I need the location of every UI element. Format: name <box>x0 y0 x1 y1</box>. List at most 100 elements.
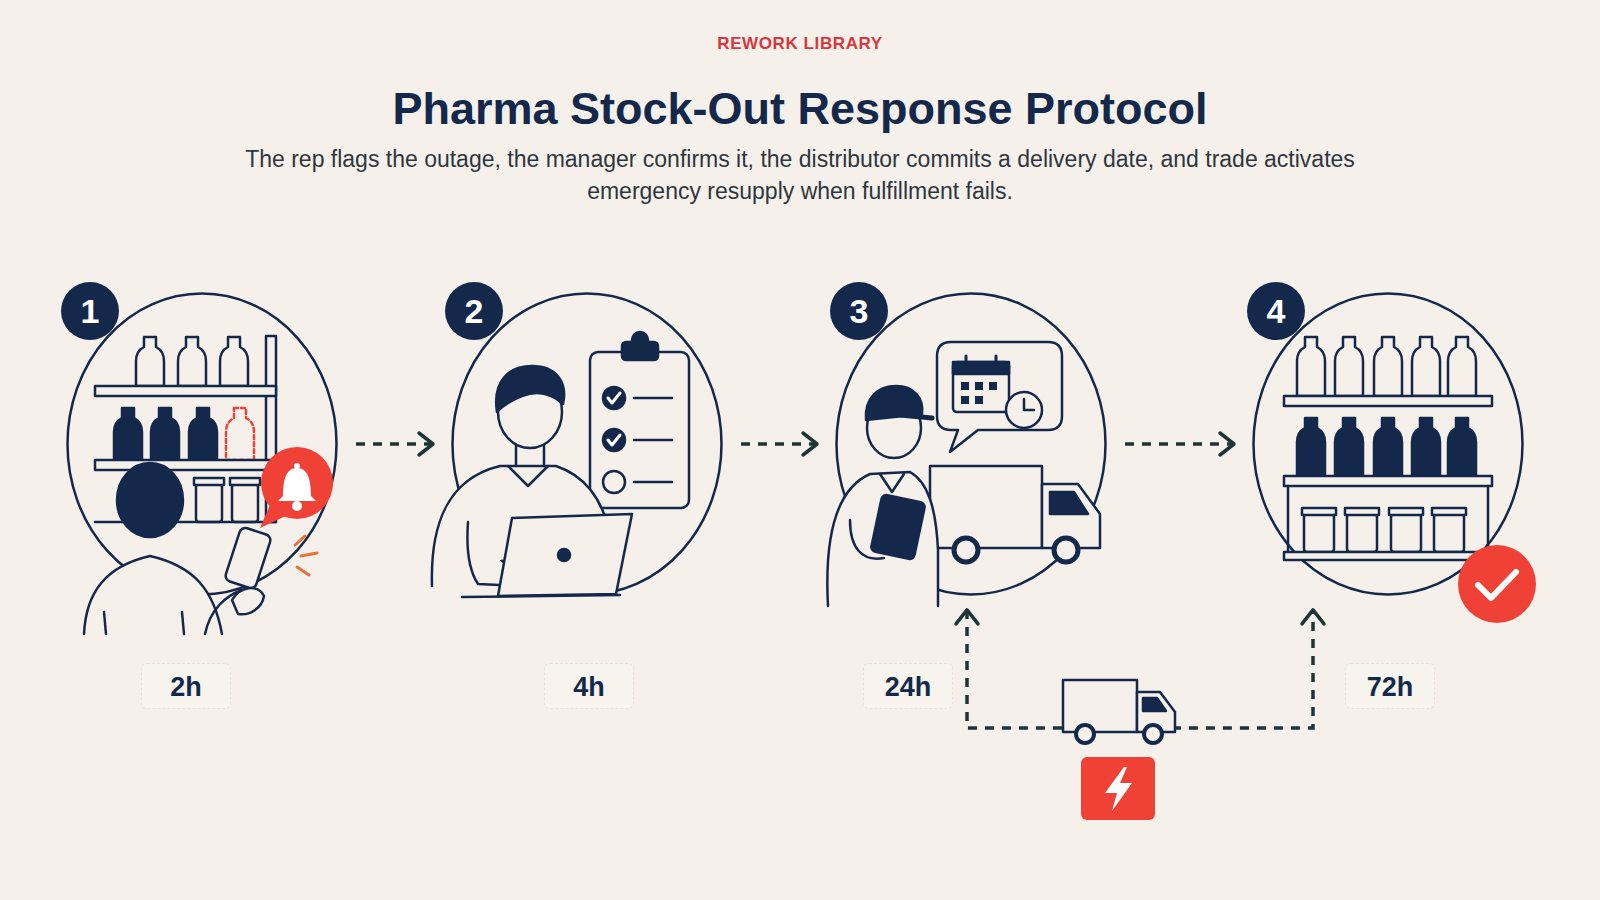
time-target: 24h <box>863 663 953 709</box>
alert-bell-icon-part <box>295 536 317 575</box>
restocked-shelf-icon-part <box>1448 418 1476 476</box>
restocked-shelf-icon-part <box>1335 337 1363 396</box>
circle-border <box>837 294 1106 595</box>
restocked-shelf-icon-part <box>1374 337 1402 396</box>
sales-rep-figure-part <box>224 526 272 589</box>
empty-shelf-icon-part <box>230 478 260 485</box>
step-circle: 324h <box>835 292 1107 596</box>
sales-rep-figure-part <box>232 588 264 614</box>
distributor-figure <box>827 386 938 606</box>
step-number: 2 <box>445 282 503 340</box>
restocked-shelf-icon-part <box>1389 508 1423 515</box>
sales-rep-figure <box>84 463 272 634</box>
alert-bell-icon-part <box>294 463 300 469</box>
circle-outline <box>451 292 723 596</box>
sales-rep-figure-part <box>84 556 222 634</box>
empty-shelf-icon-part <box>136 337 164 386</box>
delivery-truck-icon-part <box>1050 492 1088 514</box>
empty-shelf-icon <box>95 336 276 522</box>
checklist-icon-part <box>603 429 625 451</box>
empty-shelf-icon-part <box>196 484 222 522</box>
checklist-icon-part <box>634 439 672 442</box>
flow-arrow <box>356 442 433 446</box>
time-target: 72h <box>1345 663 1435 709</box>
schedule-bubble-icon-part <box>961 396 969 404</box>
checklist-icon <box>590 332 689 508</box>
schedule-bubble-icon-part <box>1006 392 1042 428</box>
manager-figure <box>432 366 632 597</box>
empty-shelf-icon-part <box>95 460 276 470</box>
restocked-shelf-icon-part <box>1297 418 1325 476</box>
schedule-bubble-icon <box>937 342 1062 452</box>
restocked-shelf-icon-part <box>1288 486 1488 552</box>
step-circle: 24h <box>451 292 723 596</box>
delivery-truck-icon-part <box>1042 484 1100 548</box>
restocked-shelf-icon-part <box>1412 337 1440 396</box>
restocked-shelf-icon-part <box>1448 337 1476 396</box>
step-number: 3 <box>830 282 888 340</box>
checklist-icon-part <box>608 393 620 403</box>
emergency-route <box>967 610 1313 728</box>
empty-shelf-icon-part <box>194 478 224 485</box>
restocked-shelf-icon <box>1284 337 1492 560</box>
restocked-shelf-icon-part <box>1284 552 1492 560</box>
emergency-truck-icon-part <box>1137 692 1175 732</box>
checklist-icon-part <box>634 481 672 484</box>
empty-shelf-icon-part <box>232 484 258 522</box>
alert-bell-icon-part <box>261 447 333 519</box>
sales-rep-figure-part <box>205 590 242 634</box>
schedule-bubble-icon-part <box>937 342 1062 452</box>
step-circle: 472h <box>1252 292 1524 596</box>
schedule-bubble-icon-part <box>975 382 983 390</box>
empty-shelf-icon-part <box>226 408 254 460</box>
emergency-bolt-badge-part <box>1081 757 1155 820</box>
restocked-shelf-icon-part <box>1432 508 1466 515</box>
delivery-truck-icon <box>930 466 1100 562</box>
restocked-shelf-icon-part <box>1297 337 1325 396</box>
checklist-icon-part <box>634 397 672 400</box>
schedule-bubble-icon-part <box>961 382 969 390</box>
success-check-badge-part <box>1478 572 1516 598</box>
circle-border <box>453 294 722 595</box>
schedule-bubble-icon-part <box>953 362 1009 412</box>
emergency-truck-icon-part <box>1144 725 1162 743</box>
emergency-bolt-badge-part <box>1105 767 1132 811</box>
schedule-bubble-icon-part <box>975 396 983 404</box>
delivery-truck-icon-part <box>1054 538 1078 562</box>
circle-outline <box>835 292 1107 596</box>
sales-rep-figure-part <box>104 612 184 634</box>
restocked-shelf-icon-part <box>1412 418 1440 476</box>
schedule-bubble-icon-part <box>953 362 1009 374</box>
manager-figure-part <box>508 466 548 486</box>
checklist-icon-part <box>603 387 625 409</box>
alert-bell-icon <box>260 447 333 575</box>
manager-figure-part <box>516 440 544 466</box>
schedule-bubble-icon-part <box>989 382 997 390</box>
delivery-truck-icon-part <box>930 466 1042 548</box>
distributor-figure-part <box>867 398 921 458</box>
empty-shelf-icon-part <box>178 337 206 386</box>
manager-figure-part <box>467 522 520 586</box>
restocked-shelf-icon-part <box>1284 476 1492 486</box>
flow-arrow <box>1125 442 1234 446</box>
checklist-icon-part <box>603 471 625 493</box>
checklist-icon-part <box>632 332 648 348</box>
schedule-bubble-icon-part <box>966 356 996 368</box>
restocked-shelf-icon-part <box>1302 508 1336 515</box>
empty-shelf-icon-part <box>95 386 276 396</box>
checklist-icon-part <box>590 352 689 508</box>
manager-figure-part <box>558 549 570 561</box>
circle-border <box>1254 294 1523 595</box>
distributor-figure-part <box>850 520 884 559</box>
checklist-icon-part <box>608 435 620 445</box>
restocked-shelf-icon-part <box>1347 514 1377 552</box>
distributor-figure-part <box>870 494 925 560</box>
empty-shelf-icon-part <box>95 521 276 524</box>
alert-bell-icon-part <box>292 501 302 511</box>
manager-figure-part <box>496 366 564 412</box>
distributor-figure-part <box>880 474 904 492</box>
emergency-truck-icon <box>1063 680 1175 743</box>
schedule-bubble-icon-part <box>1024 399 1034 410</box>
